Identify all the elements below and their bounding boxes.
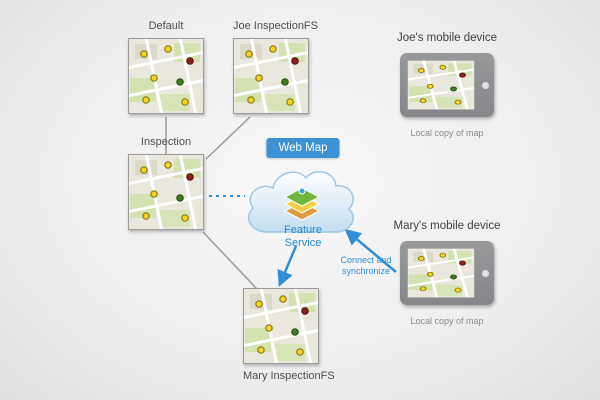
feature-service-label: Feature Service: [284, 224, 322, 250]
tablet-camera-dot: [482, 82, 489, 89]
map-thumbnail-default: [128, 38, 204, 114]
map-node-joe-inspectionfs: Joe InspectionFS: [233, 20, 318, 114]
sync-annotation: Connect and synchronize: [340, 255, 392, 277]
tablet-screen-map-joe: [407, 60, 475, 110]
web-map-badge: Web Map: [266, 138, 340, 158]
feature-service-cloud: [240, 160, 364, 250]
arrow-cloud-to-mary-map: [277, 245, 298, 287]
map-label-mary-inspectionfs: Mary InspectionFS: [243, 370, 335, 382]
device-caption-mary: Local copy of map: [410, 316, 484, 326]
map-node-mary-inspectionfs: Mary InspectionFS: [243, 288, 335, 382]
map-thumbnail-joe-inspectionfs: [233, 38, 309, 114]
cloud-icon: [247, 170, 354, 233]
map-node-inspection: Inspection: [128, 136, 204, 230]
device-node-mary: Mary's mobile device Local copy of map: [385, 220, 509, 326]
device-title-joe: Joe's mobile device: [397, 32, 497, 44]
connector-joe-inspection: [205, 116, 251, 160]
tablet-mary: [400, 241, 494, 305]
device-title-mary: Mary's mobile device: [393, 220, 501, 232]
tablet-joe: [400, 53, 494, 117]
device-caption-joe: Local copy of map: [410, 128, 484, 138]
map-node-default: Default: [128, 20, 204, 114]
map-label-default: Default: [148, 20, 184, 32]
map-label-joe-inspectionfs: Joe InspectionFS: [233, 20, 318, 32]
tablet-screen-map-mary: [407, 248, 475, 298]
tablet-camera-dot: [482, 270, 489, 277]
map-label-inspection: Inspection: [140, 136, 192, 148]
map-layers-icon: [283, 187, 321, 221]
map-thumbnail-inspection: [128, 154, 204, 230]
device-node-joe: Joe's mobile device Local copy of map: [385, 32, 509, 138]
map-thumbnail-mary-inspectionfs: [243, 288, 319, 364]
